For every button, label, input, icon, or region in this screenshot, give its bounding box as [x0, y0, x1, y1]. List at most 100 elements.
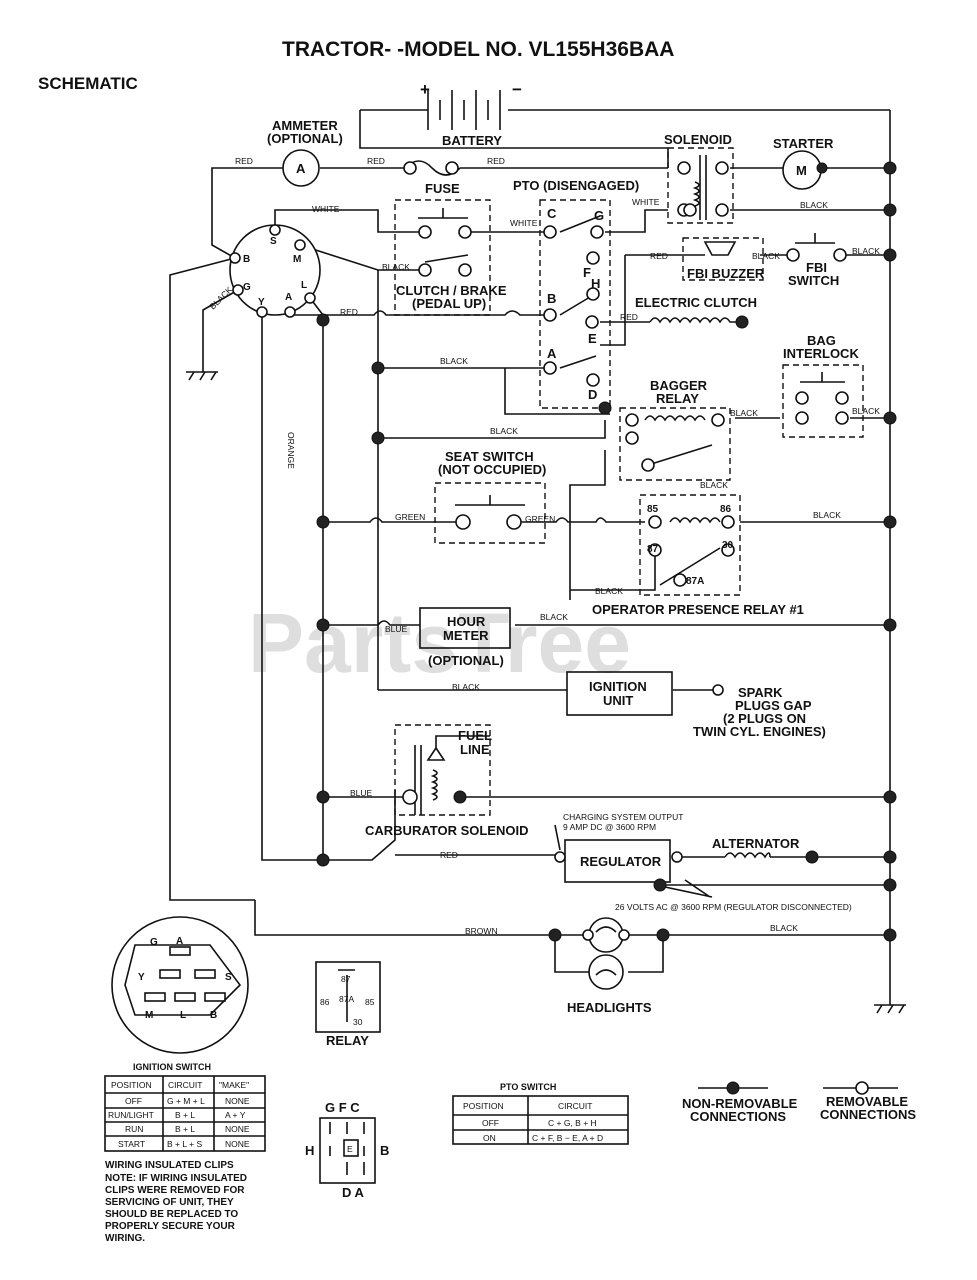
relay-87a: 87A	[339, 994, 354, 1004]
spark-label-4: TWIN CYL. ENGINES)	[693, 724, 826, 739]
pto-switch: PTO (DISENGAGED) C G F H B E A D	[513, 178, 639, 409]
pto-terminal-f: F	[583, 265, 591, 280]
fuel-line-label-2: LINE	[460, 742, 490, 757]
wire-red-7: RED	[440, 850, 458, 860]
seat-switch-label: SEAT SWITCH	[445, 449, 534, 464]
note-line-2: CLIPS WERE REMOVED FOR	[105, 1185, 245, 1196]
relay-86: 86	[320, 997, 330, 1007]
operator-presence-relay: 85 86 87 30 87A OPERATOR PRESENCE RELAY …	[592, 494, 804, 617]
ammeter: A AMMETER (OPTIONAL)	[267, 118, 343, 187]
wire-black-8: BLACK	[852, 406, 880, 416]
pto-terminal-g: G	[594, 208, 604, 223]
wire-black-10: BLACK	[813, 510, 841, 520]
alternator-label: ALTERNATOR	[712, 836, 800, 851]
hour-meter-optional: (OPTIONAL)	[428, 653, 504, 668]
face-a: A	[176, 936, 183, 947]
note-line-5: PROPERLY SECURE YOUR	[105, 1221, 236, 1232]
pto-conn-right: B	[380, 1143, 389, 1158]
ignition-switch-face: A G Y S M L B	[111, 916, 249, 1054]
wiring-note: WIRING INSULATED CLIPS NOTE: IF WIRING I…	[105, 1160, 247, 1244]
fuel-line-label: FUEL	[458, 728, 492, 743]
battery: + − BATTERY	[415, 80, 522, 148]
pto-r0-c0: OFF	[482, 1118, 499, 1128]
wire-black-ign: BLACK	[207, 284, 234, 311]
ign-r0-c2: NONE	[225, 1096, 250, 1106]
ignition-switch: S M B G L Y A	[229, 224, 321, 318]
ammeter-optional: (OPTIONAL)	[267, 131, 343, 146]
ign-terminal-s: S	[270, 236, 277, 247]
wire-black-9: BLACK	[700, 480, 728, 490]
electric-clutch-label: ELECTRIC CLUTCH	[635, 295, 757, 310]
ign-col-circuit: CIRCUIT	[168, 1080, 202, 1090]
ign-r3-c1: B + L + S	[167, 1139, 202, 1149]
ign-r0-c0: OFF	[125, 1096, 142, 1106]
relay-terminal-85: 85	[647, 504, 659, 515]
wire-red-6: RED	[620, 312, 638, 322]
wire-black-3: BLACK	[752, 251, 780, 261]
wire-black-6: BLACK	[490, 426, 518, 436]
wire-black-1: BLACK	[800, 200, 828, 210]
pto-terminal-a: A	[547, 346, 557, 361]
spark-plugs: SPARK PLUGS GAP (2 PLUGS ON TWIN CYL. EN…	[693, 684, 826, 739]
ammeter-letter: A	[296, 161, 306, 176]
wire-white-1: WHITE	[312, 204, 340, 214]
carburator-solenoid: FUEL LINE CARBURATOR SOLENOID	[365, 724, 528, 838]
starter-motor: M STARTER	[773, 136, 834, 190]
wire-black-7: BLACK	[730, 408, 758, 418]
ign-r3-c0: START	[118, 1139, 145, 1149]
relay-terminal-87: 87	[647, 544, 659, 555]
hour-meter-label: HOUR	[447, 614, 486, 629]
wire-red-1: RED	[235, 156, 253, 166]
fuse: FUSE	[403, 160, 461, 196]
pto-terminal-h: H	[591, 276, 600, 291]
pto-terminal-c: C	[547, 206, 557, 221]
wire-black-4: BLACK	[852, 246, 880, 256]
regulator-volts-label: 26 VOLTS AC @ 3600 RPM (REGULATOR DISCON…	[615, 902, 852, 912]
legend-removable-2: CONNECTIONS	[820, 1107, 916, 1122]
ignition-unit-label: IGNITION	[589, 679, 647, 694]
relay-85: 85	[365, 997, 375, 1007]
relay-terminal-86: 86	[720, 504, 732, 515]
connection-legend: NON-REMOVABLE CONNECTIONS REMOVABLE CONN…	[682, 1081, 916, 1124]
pto-conn-left: H	[305, 1143, 314, 1158]
face-l: L	[180, 1010, 186, 1021]
charging-output-label: CHARGING SYSTEM OUTPUT	[563, 812, 683, 822]
relay-terminal-87a: 87A	[686, 576, 704, 587]
ignition-unit: IGNITION UNIT	[566, 671, 673, 716]
ign-terminal-g: G	[243, 282, 251, 293]
bagger-relay-label-2: RELAY	[656, 391, 699, 406]
face-s: S	[225, 972, 232, 983]
spark-label-3: (2 PLUGS ON	[723, 711, 806, 726]
pto-r1-c1: C + F, B − E, A + D	[532, 1133, 603, 1143]
clutch-brake-pedal: (PEDAL UP)	[412, 296, 486, 311]
pto-r0-c1: C + G, B + H	[548, 1118, 597, 1128]
fbi-buzzer-label: FBI BUZZER	[687, 266, 765, 281]
pto-switch-table: PTO SWITCH POSITION CIRCUIT OFF C + G, B…	[452, 1082, 629, 1145]
ign-terminal-l: L	[301, 280, 307, 291]
bagger-relay: BAGGER RELAY	[619, 378, 731, 481]
wire-black-14: BLACK	[770, 923, 798, 933]
relay-87: 87	[341, 974, 351, 984]
pto-terminal-b: B	[547, 291, 556, 306]
wire-brown: BROWN	[465, 926, 498, 936]
spark-label: SPARK	[738, 685, 783, 700]
carb-solenoid-label: CARBURATOR SOLENOID	[365, 823, 528, 838]
seat-switch-occupied: (NOT OCCUPIED)	[438, 462, 546, 477]
battery-label: BATTERY	[442, 133, 502, 148]
opr-relay-label: OPERATOR PRESENCE RELAY #1	[592, 602, 804, 617]
pto-connector: G F C H B D A E	[305, 1100, 389, 1200]
ignition-switch-table: IGNITION SWITCH POSITION CIRCUIT "MAKE" …	[104, 1062, 266, 1152]
ign-col-position: POSITION	[111, 1080, 152, 1090]
wire-green-2: GREEN	[525, 514, 555, 524]
fbi-switch: FBI SWITCH	[786, 233, 847, 288]
bag-interlock: BAG INTERLOCK	[782, 333, 864, 438]
legend-nonremovable-2: CONNECTIONS	[690, 1109, 786, 1124]
bag-interlock-label-2: INTERLOCK	[783, 346, 859, 361]
wire-red-5: RED	[340, 307, 358, 317]
bagger-relay-label: BAGGER	[650, 378, 708, 393]
hour-meter-label-2: METER	[443, 628, 489, 643]
page-title: TRACTOR- -MODEL NO. VL155H36BAA	[282, 38, 674, 61]
pto-terminal-d: D	[588, 387, 597, 402]
pto-col-circuit: CIRCUIT	[558, 1101, 592, 1111]
wire-orange: ORANGE	[286, 432, 296, 469]
